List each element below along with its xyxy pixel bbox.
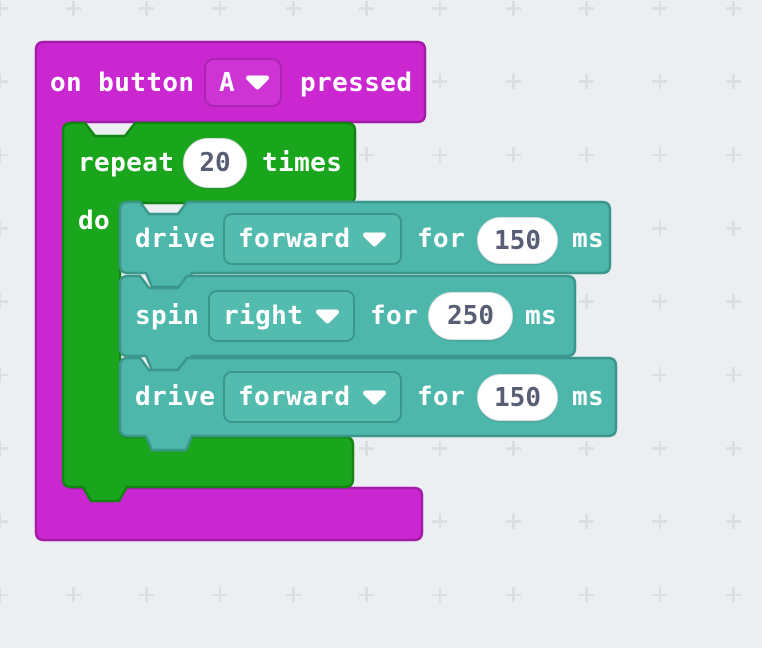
dropdown-arrow-icon	[363, 390, 386, 404]
spin-direction-value: right	[223, 301, 304, 331]
drive-1-direction-value: forward	[238, 224, 351, 254]
drive-2-direction-value: forward	[238, 382, 351, 412]
drive-1-for-label: for	[417, 224, 466, 254]
drive-2-for-label: for	[417, 382, 466, 412]
drive-1-duration-field[interactable]: 150	[477, 217, 558, 264]
spin-duration-field[interactable]: 250	[428, 292, 513, 340]
drive-2-duration-field[interactable]: 150	[477, 374, 558, 421]
times-label: times	[262, 148, 343, 178]
spin-duration-value: 250	[447, 301, 494, 331]
spin-verb-label: spin	[135, 301, 200, 331]
dropdown-arrow-icon	[316, 309, 339, 323]
event-suffix-label: pressed	[300, 68, 413, 98]
repeat-count-value: 20	[199, 148, 231, 178]
event-prefix-label: on button	[50, 68, 195, 98]
drive-1-duration-value: 150	[494, 225, 541, 256]
drive-1-unit-label: ms	[572, 224, 605, 254]
drive-2-unit-label: ms	[572, 382, 605, 412]
do-label: do	[78, 206, 111, 236]
repeat-label: repeat	[78, 148, 175, 178]
drive-2-verb-label: drive	[135, 382, 216, 412]
dropdown-arrow-icon	[363, 232, 386, 246]
drive-1-direction-dropdown[interactable]: forward	[223, 213, 402, 265]
drive-2-duration-value: 150	[494, 382, 541, 413]
spin-unit-label: ms	[525, 301, 558, 331]
drive-2-direction-dropdown[interactable]: forward	[223, 371, 402, 423]
button-dropdown[interactable]: A	[204, 58, 282, 107]
spin-direction-dropdown[interactable]: right	[208, 290, 355, 342]
dropdown-arrow-icon	[246, 75, 270, 90]
repeat-count-field[interactable]: 20	[183, 138, 247, 188]
drive-1-verb-label: drive	[135, 224, 216, 254]
spin-for-label: for	[370, 301, 419, 331]
button-dropdown-value: A	[219, 67, 236, 98]
